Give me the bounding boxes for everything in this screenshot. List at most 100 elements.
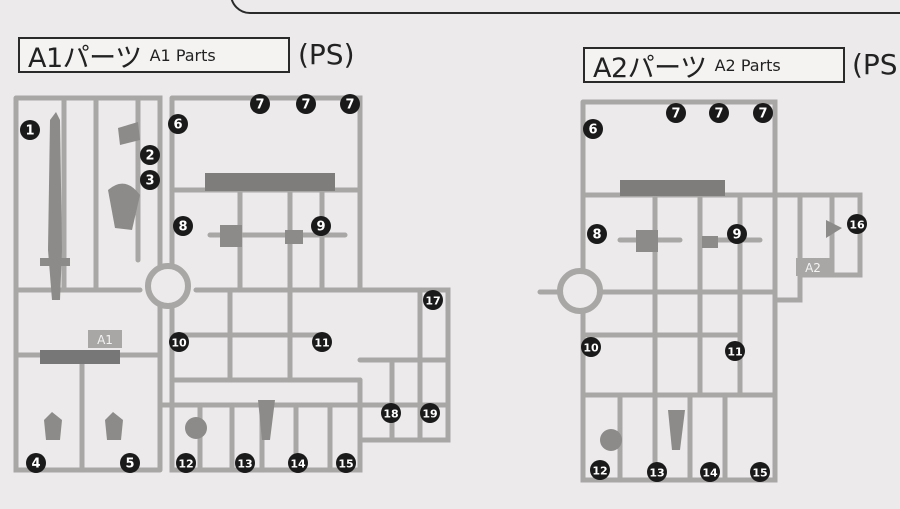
a2-runner <box>537 99 863 483</box>
a2-number-5: 9 <box>732 228 741 243</box>
a1-frame-right <box>357 287 451 443</box>
a1-bubble-7 <box>296 94 316 114</box>
a2-bubble-2 <box>709 103 729 123</box>
a1-bubble-4 <box>120 453 140 473</box>
a1-subtitle: A1 Parts <box>149 45 216 65</box>
a1-number-1: 2 <box>145 149 154 164</box>
a1-parts <box>40 112 335 440</box>
a1-number-14: 13 <box>237 458 252 471</box>
a2-bubble-12 <box>750 462 770 482</box>
a1-bubble-19 <box>420 403 440 423</box>
a1-bubble-10 <box>311 216 331 236</box>
a1-bubble-9 <box>173 216 193 236</box>
a1-bubble-13 <box>176 453 196 473</box>
a1-number-5: 6 <box>173 118 182 133</box>
a2-title: A2パーツ <box>593 52 707 84</box>
a2-bubble-7 <box>581 337 601 357</box>
a1-bubble-0 <box>20 120 40 140</box>
a1-number-6: 7 <box>255 98 264 113</box>
a1-bubble-16 <box>336 453 356 473</box>
a1-bubble-17 <box>423 290 443 310</box>
a2-frame-right <box>772 192 863 303</box>
a2-part-13 <box>668 410 685 450</box>
a2-number-10: 13 <box>649 467 664 480</box>
a2-bubble-4 <box>587 224 607 244</box>
a1-bubble-6 <box>250 94 270 114</box>
a2-material: (PS <box>852 48 898 81</box>
a1-part-12 <box>185 417 207 439</box>
a2-bubble-3 <box>753 103 773 123</box>
a2-bubble-0 <box>583 119 603 139</box>
a2-number-9: 12 <box>592 465 607 478</box>
a2-number-11: 14 <box>702 467 718 480</box>
a1-bubble-3 <box>26 453 46 473</box>
a1-sword-hilt <box>40 258 70 266</box>
a1-plate-part <box>40 350 120 364</box>
a1-number-12: 11 <box>314 337 329 350</box>
a1-part-8 <box>220 225 242 247</box>
a1-bubble-2 <box>140 170 160 190</box>
a2-number-3: 7 <box>758 107 767 122</box>
a2-part-numbers: 6 7 7 7 8 9 16 10 11 12 13 14 15 <box>581 103 867 482</box>
a1-number-19: 19 <box>422 408 437 421</box>
a2-number-2: 7 <box>714 107 723 122</box>
a2-tag-label: A2 <box>805 261 821 275</box>
a2-subtitle: A2 Parts <box>714 55 781 75</box>
a2-part-8 <box>636 230 658 252</box>
a2-bubble-11 <box>700 462 720 482</box>
a2-bubble-8 <box>725 341 745 361</box>
a2-parts <box>600 180 842 451</box>
a1-material: (PS) <box>298 38 355 71</box>
a1-number-16: 15 <box>338 458 353 471</box>
a1-number-4: 5 <box>125 457 134 472</box>
a1-bubble-14 <box>235 453 255 473</box>
a2-bubble-6 <box>847 214 867 234</box>
a1-part-4 <box>44 412 62 440</box>
a2-bubble-10 <box>647 462 667 482</box>
a2-number-6: 16 <box>849 219 865 232</box>
a1-number-8: 7 <box>345 98 354 113</box>
a2-number-7: 10 <box>583 342 599 355</box>
a2-number-12: 15 <box>752 467 767 480</box>
a1-part-emblem <box>108 183 140 230</box>
a1-number-17: 17 <box>425 295 440 308</box>
a1-number-0: 1 <box>25 124 34 139</box>
a1-tag: A1 <box>88 330 122 348</box>
a2-bubble-5 <box>727 224 747 244</box>
a1-tag-label: A1 <box>97 333 113 347</box>
a1-number-10: 9 <box>316 220 325 235</box>
a2-part-16 <box>826 220 842 238</box>
a1-part-9 <box>285 230 303 244</box>
a1-header: A1パーツ A1 Parts <box>18 37 290 74</box>
a1-number-11: 10 <box>171 337 187 350</box>
a2-header: A2パーツ A2 Parts <box>583 47 845 84</box>
a1-bubble-18 <box>381 403 401 423</box>
a1-part-13 <box>258 400 275 440</box>
a2-bubble-1 <box>666 103 686 123</box>
a1-bubble-8 <box>340 94 360 114</box>
a1-title: A1パーツ <box>28 42 142 74</box>
a1-bubble-15 <box>288 453 308 473</box>
a2-number-8: 11 <box>727 346 742 359</box>
a2-number-1: 7 <box>671 107 680 122</box>
a1-number-7: 7 <box>301 98 310 113</box>
a1-number-15: 14 <box>290 458 306 471</box>
a1-sword-part <box>48 112 62 300</box>
a1-number-2: 3 <box>145 174 154 189</box>
a2-number-4: 8 <box>592 228 601 243</box>
a2-runner-hub <box>557 268 603 314</box>
a1-bubble-1 <box>140 145 160 165</box>
a2-frame-main <box>580 99 778 483</box>
a1-number-18: 18 <box>383 408 398 421</box>
a2-part-9 <box>702 236 718 248</box>
a1-part-top <box>118 122 140 145</box>
a1-bubble-12 <box>312 332 332 352</box>
a1-number-9: 8 <box>178 220 187 235</box>
a1-block-part <box>205 173 335 191</box>
a1-bubble-5 <box>168 114 188 134</box>
a2-block-part <box>620 180 725 196</box>
a2-number-0: 6 <box>588 123 597 138</box>
